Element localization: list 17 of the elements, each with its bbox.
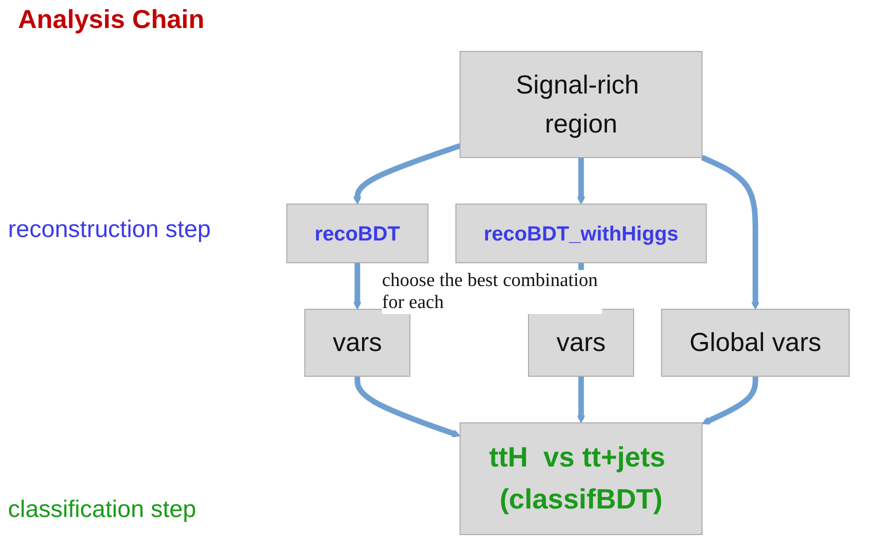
node-box: recoBDT_withHiggs [455,204,707,264]
node-box: vars [304,308,410,377]
step-label: classification step [8,496,196,524]
node-box: ttH vs tt+jets (classifBDT) [460,422,703,536]
node-box: vars [528,308,634,377]
node-box: Signal-rich region [460,50,703,158]
arrow [353,262,362,310]
note: choose the best combination for each [382,270,602,314]
arrow [353,143,461,204]
node-box: recoBDT [286,204,428,264]
arrow [700,154,760,310]
node-box: Global vars [661,308,850,377]
arrow [577,376,586,424]
step-label: reconstruction step [8,216,211,244]
diagram-title: Analysis Chain [18,4,204,35]
arrow [577,158,586,204]
arrow [354,376,460,438]
